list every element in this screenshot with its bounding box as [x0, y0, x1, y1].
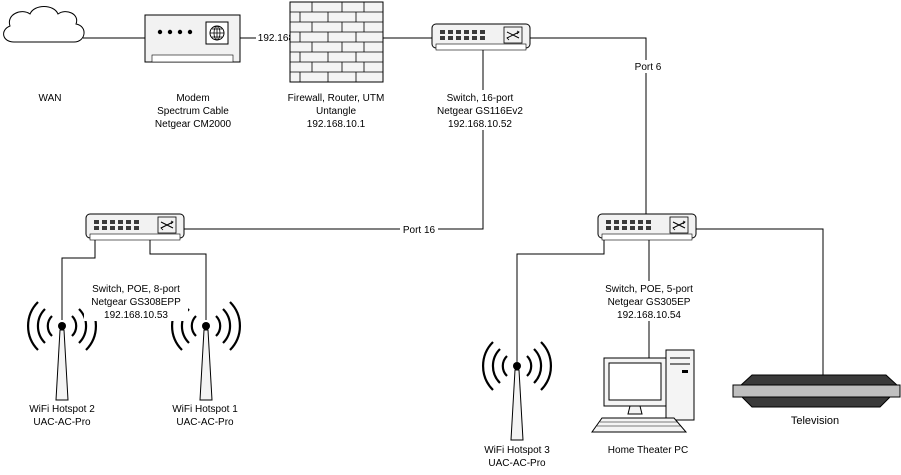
firewall-label: Firewall, Router, UTM Untangle 192.168.1…: [288, 93, 385, 130]
modem-label: Modem Spectrum Cable Netgear CM2000: [155, 93, 232, 130]
switch16-icon: [431, 23, 531, 51]
connections: [61, 37, 824, 375]
svg-text:192.168.10.52: 192.168.10.52: [448, 119, 512, 130]
svg-text:Switch, POE, 8-port: Switch, POE, 8-port: [92, 284, 180, 295]
svg-text:Netgear GS305EP: Netgear GS305EP: [608, 297, 691, 308]
edge-label-port6: Port 6: [632, 60, 662, 73]
svg-text:192.168.10.54: 192.168.10.54: [617, 310, 681, 321]
switch5-icon: [597, 213, 697, 241]
svg-text:Spectrum Cable: Spectrum Cable: [157, 106, 229, 117]
svg-text:UAC-AC-Pro: UAC-AC-Pro: [488, 458, 546, 469]
wire-switch5-hotspot3: [516, 240, 605, 365]
firewall-icon: [289, 1, 384, 83]
svg-text:Television: Television: [791, 415, 839, 427]
svg-text:Modem: Modem: [176, 93, 209, 104]
television-icon: [732, 374, 901, 408]
wan-label: WAN: [39, 93, 62, 104]
edge-label-port16: Port 16: [400, 223, 438, 236]
switch8-label: Switch, POE, 8-port Netgear GS308EPP 192…: [84, 281, 188, 321]
svg-text:Netgear GS308EPP: Netgear GS308EPP: [91, 297, 181, 308]
svg-text:192.168.10.53: 192.168.10.53: [104, 310, 168, 321]
computer-icon: [591, 349, 695, 433]
port-16-label: Port 16: [403, 225, 436, 236]
svg-text:Switch, 16-port: Switch, 16-port: [447, 93, 514, 104]
htpc-label: Home Theater PC: [608, 445, 688, 456]
svg-text:WiFi Hotspot 2: WiFi Hotspot 2: [29, 404, 95, 415]
modem-icon: [144, 14, 241, 63]
svg-text:WiFi Hotspot 3: WiFi Hotspot 3: [484, 445, 550, 456]
svg-text:Untangle: Untangle: [316, 106, 356, 117]
svg-text:UAC-AC-Pro: UAC-AC-Pro: [33, 417, 91, 428]
svg-text:Switch, POE, 5-port: Switch, POE, 5-port: [605, 284, 693, 295]
svg-text:Netgear GS116Ev2: Netgear GS116Ev2: [437, 106, 523, 117]
wire-switch8-hotspot1: [149, 240, 207, 320]
wire-switch16-switch5: [530, 37, 647, 214]
wire-switch5-tv: [692, 228, 824, 375]
wire-switch8-hotspot2: [61, 240, 96, 320]
port-6-label: Port 6: [635, 62, 662, 73]
hotspot2-label: WiFi Hotspot 2 UAC-AC-Pro: [29, 404, 95, 428]
switch16-label: Switch, 16-port Netgear GS116Ev2 192.168…: [432, 90, 528, 130]
television-label: Television: [791, 415, 839, 427]
wan-cloud-icon: [3, 6, 85, 43]
svg-text:Netgear CM2000: Netgear CM2000: [155, 119, 232, 130]
svg-text:Firewall, Router, UTM: Firewall, Router, UTM: [288, 93, 385, 104]
switch5-label: Switch, POE, 5-port Netgear GS305EP 192.…: [598, 281, 702, 321]
hotspot1-label: WiFi Hotspot 1 UAC-AC-Pro: [172, 404, 238, 428]
modem-firewall-ip-label: 192.168.1.65: [258, 33, 317, 44]
svg-text:UAC-AC-Pro: UAC-AC-Pro: [176, 417, 234, 428]
svg-text:WiFi Hotspot 1: WiFi Hotspot 1: [172, 404, 238, 415]
switch8-icon: [85, 213, 185, 241]
svg-text:Home Theater PC: Home Theater PC: [608, 445, 688, 456]
svg-text:WAN: WAN: [39, 93, 62, 104]
hotspot3-label: WiFi Hotspot 3 UAC-AC-Pro: [484, 445, 550, 469]
svg-text:192.168.10.1: 192.168.10.1: [307, 119, 366, 130]
